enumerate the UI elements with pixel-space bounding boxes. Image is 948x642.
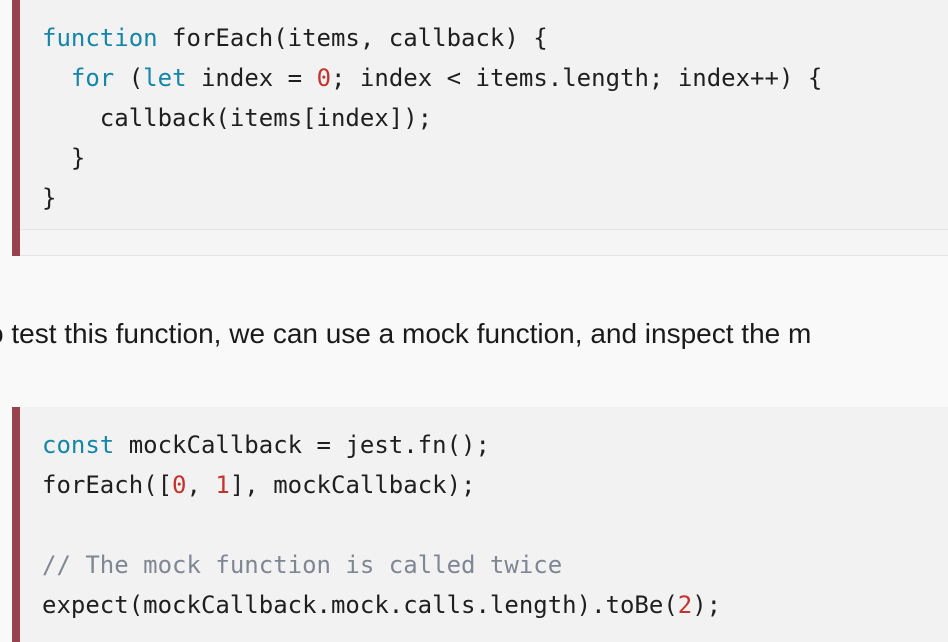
code-text: );	[692, 591, 722, 619]
code-keyword: for	[70, 64, 115, 92]
code-line: forEach([0, 1], mockCallback);	[42, 465, 948, 505]
code-line: expect(mockCallback.mock.calls.length).t…	[42, 585, 948, 625]
code-text: mockCallback = jest.fn();	[114, 431, 490, 459]
code-line: function forEach(items, callback) {	[42, 18, 948, 58]
code-keyword: function	[42, 24, 158, 52]
code-line: }	[42, 138, 948, 178]
code-line: const mockCallback = jest.fn();	[42, 425, 948, 465]
code-block-footer	[20, 229, 948, 256]
code-text: ], mockCallback);	[229, 471, 476, 499]
code-text: forEach([	[42, 471, 173, 499]
code-comment: // The mock function is called twice	[42, 551, 563, 579]
body-paragraph: o test this function, we can use a mock …	[0, 318, 812, 349]
code-text	[42, 64, 71, 92]
code-line: }	[42, 178, 948, 218]
code-number: 1	[215, 471, 230, 499]
code-lines: function forEach(items, callback) { for …	[20, 0, 948, 218]
code-text: ; index < items.length; index++) {	[331, 64, 823, 92]
code-number: 0	[316, 64, 332, 92]
code-line	[42, 505, 948, 545]
code-line: for (let index = 0; index < items.length…	[42, 58, 948, 98]
code-text: index =	[186, 64, 317, 92]
code-block-foreach-definition: function forEach(items, callback) { for …	[12, 0, 948, 256]
code-text: callback(items[index]);	[42, 104, 433, 132]
code-text: forEach(items, callback) {	[157, 24, 548, 52]
code-line: // The mock function is called twice	[42, 545, 948, 585]
code-number: 2	[677, 591, 693, 619]
code-keyword: let	[143, 64, 187, 92]
code-text: expect(mockCallback.mock.calls.length).t…	[42, 591, 678, 619]
code-text: }	[42, 184, 57, 212]
code-lines: const mockCallback = jest.fn();forEach([…	[20, 407, 948, 625]
code-number: 0	[172, 471, 187, 499]
code-text: ,	[186, 471, 216, 499]
code-line: callback(items[index]);	[42, 98, 948, 138]
code-text: }	[42, 144, 86, 172]
code-block-mock-usage: const mockCallback = jest.fn();forEach([…	[12, 407, 948, 642]
code-keyword: const	[42, 431, 115, 459]
code-text: (	[114, 64, 144, 92]
